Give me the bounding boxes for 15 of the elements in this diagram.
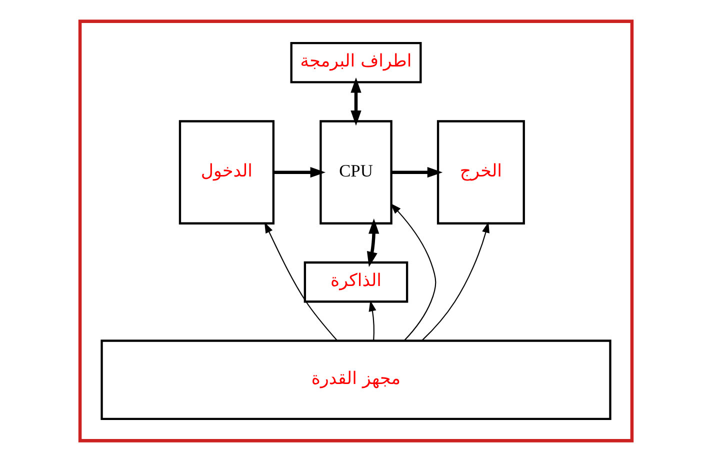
node-box: مجهز القدرة <box>100 340 611 420</box>
node-box: الذاكرة <box>303 261 408 303</box>
arrow <box>366 218 379 268</box>
node-box: اطراف البرمجة <box>290 42 422 84</box>
arrow <box>273 167 326 178</box>
arrow <box>391 167 442 178</box>
arrow <box>390 203 436 341</box>
node-box: الخرج <box>436 120 524 224</box>
arrow <box>368 300 376 341</box>
arrow <box>350 77 361 126</box>
cluster <box>78 20 634 442</box>
node-box: CPU <box>319 120 392 224</box>
arrow <box>421 222 489 341</box>
arrow <box>264 222 338 342</box>
node-box: الدخول <box>178 120 274 224</box>
